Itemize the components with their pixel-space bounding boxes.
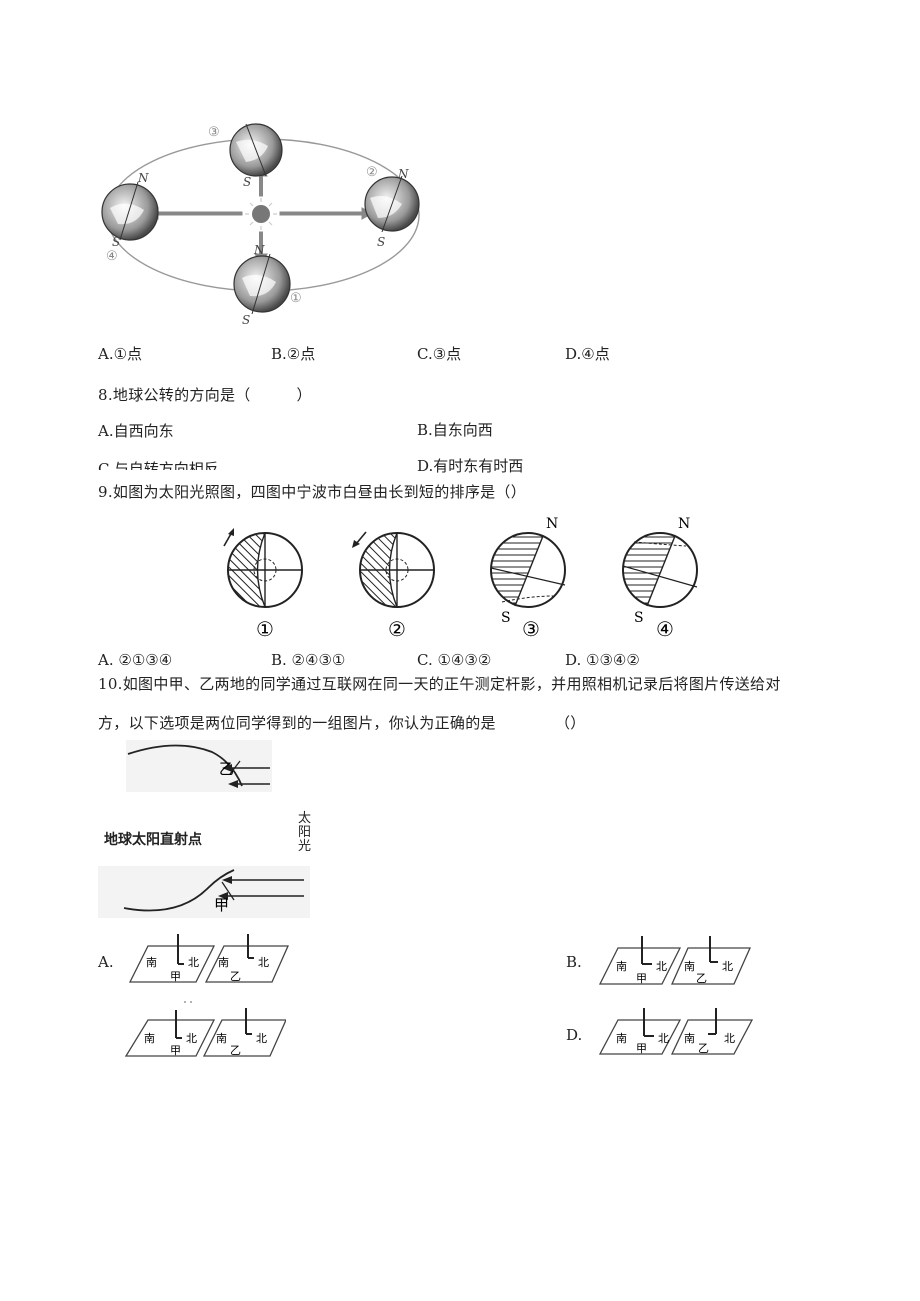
q10-option-d-figure[interactable]: 南 北 甲 南 北 乙 <box>596 1004 754 1058</box>
diagram-n-4: N <box>678 516 690 532</box>
panel-north: 北 <box>258 956 269 969</box>
q8-option-d[interactable]: D.有时东有时西 <box>417 457 524 475</box>
light-diagram-1: ① <box>223 528 303 641</box>
label-1: ① <box>290 291 302 306</box>
q9-stem: 9.如图为太阳光照图，四图中宁波市白昼由长到短的排序是（） <box>98 483 527 501</box>
q8-option-c[interactable]: C.与自转方向相反 <box>98 460 219 470</box>
panel-jia: 甲 <box>636 1042 647 1055</box>
figure-label-jia: 甲 <box>214 896 229 914</box>
label-4: ④ <box>106 249 118 264</box>
q8-option-a[interactable]: A.自西向东 <box>98 422 174 440</box>
light-diagram-2: ② <box>352 531 435 641</box>
q10-option-c-figure[interactable]: 南 北 甲 南 北 乙 <box>122 1000 288 1058</box>
panel-yi: 乙 <box>230 970 241 983</box>
light-diagram-4: N S ④ <box>622 516 698 641</box>
panel-south: 南 <box>218 956 229 969</box>
label-s-2: S <box>377 235 385 249</box>
globe-3 <box>229 123 283 177</box>
q8-stem: 8.地球公转的方向是（ ） <box>98 386 312 404</box>
panel-south: 南 <box>616 960 627 973</box>
panel-north: 北 <box>256 1032 267 1045</box>
q9-option-c[interactable]: C. ①④③② <box>417 651 492 669</box>
globe-4 <box>101 181 159 241</box>
panel-yi: 乙 <box>696 972 707 985</box>
q7-option-c[interactable]: C.③点 <box>417 345 462 363</box>
q10-option-b-figure[interactable]: 南 北 甲 南 北 乙 <box>596 934 754 988</box>
orbit-diagram: ③ S ② N S N S ④ N ① S <box>96 118 436 328</box>
q10-option-d-letter[interactable]: D. <box>566 1026 583 1044</box>
panel-south: 南 <box>684 1032 695 1045</box>
panel-jia: 甲 <box>636 972 647 985</box>
q10-option-b-letter[interactable]: B. <box>566 953 582 971</box>
q9-option-d[interactable]: D. ①③④② <box>565 651 640 669</box>
q10-option-a-letter[interactable]: A. <box>98 953 114 971</box>
panel-north: 北 <box>722 960 733 973</box>
panel-south: 南 <box>684 960 695 973</box>
q10-answer-bracket: （） <box>555 714 586 732</box>
panel-north: 北 <box>724 1032 735 1045</box>
q7-option-d[interactable]: D.④点 <box>565 345 610 363</box>
diagram-s-3: S <box>501 610 511 626</box>
q10-stem-line1: 10.如图中甲、乙两地的同学通过互联网在同一天的正午测定杆影，并用照相机记录后将… <box>98 675 781 693</box>
label-s-3: S <box>243 175 251 189</box>
panel-north: 北 <box>186 1032 197 1045</box>
diagram-label-1: ① <box>256 617 274 641</box>
globe-1 <box>233 253 291 315</box>
diagram-n-3: N <box>546 516 558 532</box>
figure-yi: 乙 <box>126 740 272 792</box>
label-n-1: N <box>253 243 265 257</box>
panel-yi: 乙 <box>698 1042 709 1055</box>
panel-south: 南 <box>144 1032 155 1045</box>
sunlight-diagrams: ① ② N S ③ <box>210 510 720 642</box>
diagram-label-4: ④ <box>656 617 674 641</box>
globe-2 <box>364 175 420 233</box>
figure-jia: 甲 <box>98 866 310 918</box>
q10-stem-line2: 方，以下选项是两位同学得到的一组图片，你认为正确的是 <box>98 714 496 732</box>
diagram-label-2: ② <box>388 617 406 641</box>
diagram-label-3: ③ <box>522 617 540 641</box>
label-s-4: S <box>112 235 120 249</box>
figure-label-yi: 乙 <box>219 760 234 778</box>
light-diagram-3: N S ③ <box>490 516 566 641</box>
label-2: ② <box>366 165 378 180</box>
q8-option-b[interactable]: B.自东向西 <box>417 421 493 439</box>
label-n-4: N <box>137 171 149 185</box>
label-s-1: S <box>242 313 250 327</box>
q9-option-a[interactable]: A. ②①③④ <box>98 651 173 669</box>
label-n-2: N <box>397 167 409 181</box>
diagram-s-4: S <box>634 610 644 626</box>
subsolar-label: 地球太阳直射点 <box>104 832 202 848</box>
q7-option-b[interactable]: B.②点 <box>271 345 316 363</box>
panel-south: 南 <box>146 956 157 969</box>
q9-option-b[interactable]: B. ②④③① <box>271 651 346 669</box>
q7-option-a[interactable]: A.①点 <box>98 345 143 363</box>
panel-yi: 乙 <box>230 1044 241 1057</box>
panel-north: 北 <box>656 960 667 973</box>
panel-jia: 甲 <box>170 970 181 983</box>
panel-jia: 甲 <box>170 1044 181 1057</box>
panel-south: 南 <box>616 1032 627 1045</box>
panel-north: 北 <box>188 956 199 969</box>
sunlight-label: 太阳光 <box>298 811 312 854</box>
q10-option-a-figure[interactable]: 南 北 甲 南 北 乙 <box>126 930 290 986</box>
panel-south: 南 <box>216 1032 227 1045</box>
panel-north: 北 <box>658 1032 669 1045</box>
label-3: ③ <box>208 125 220 140</box>
